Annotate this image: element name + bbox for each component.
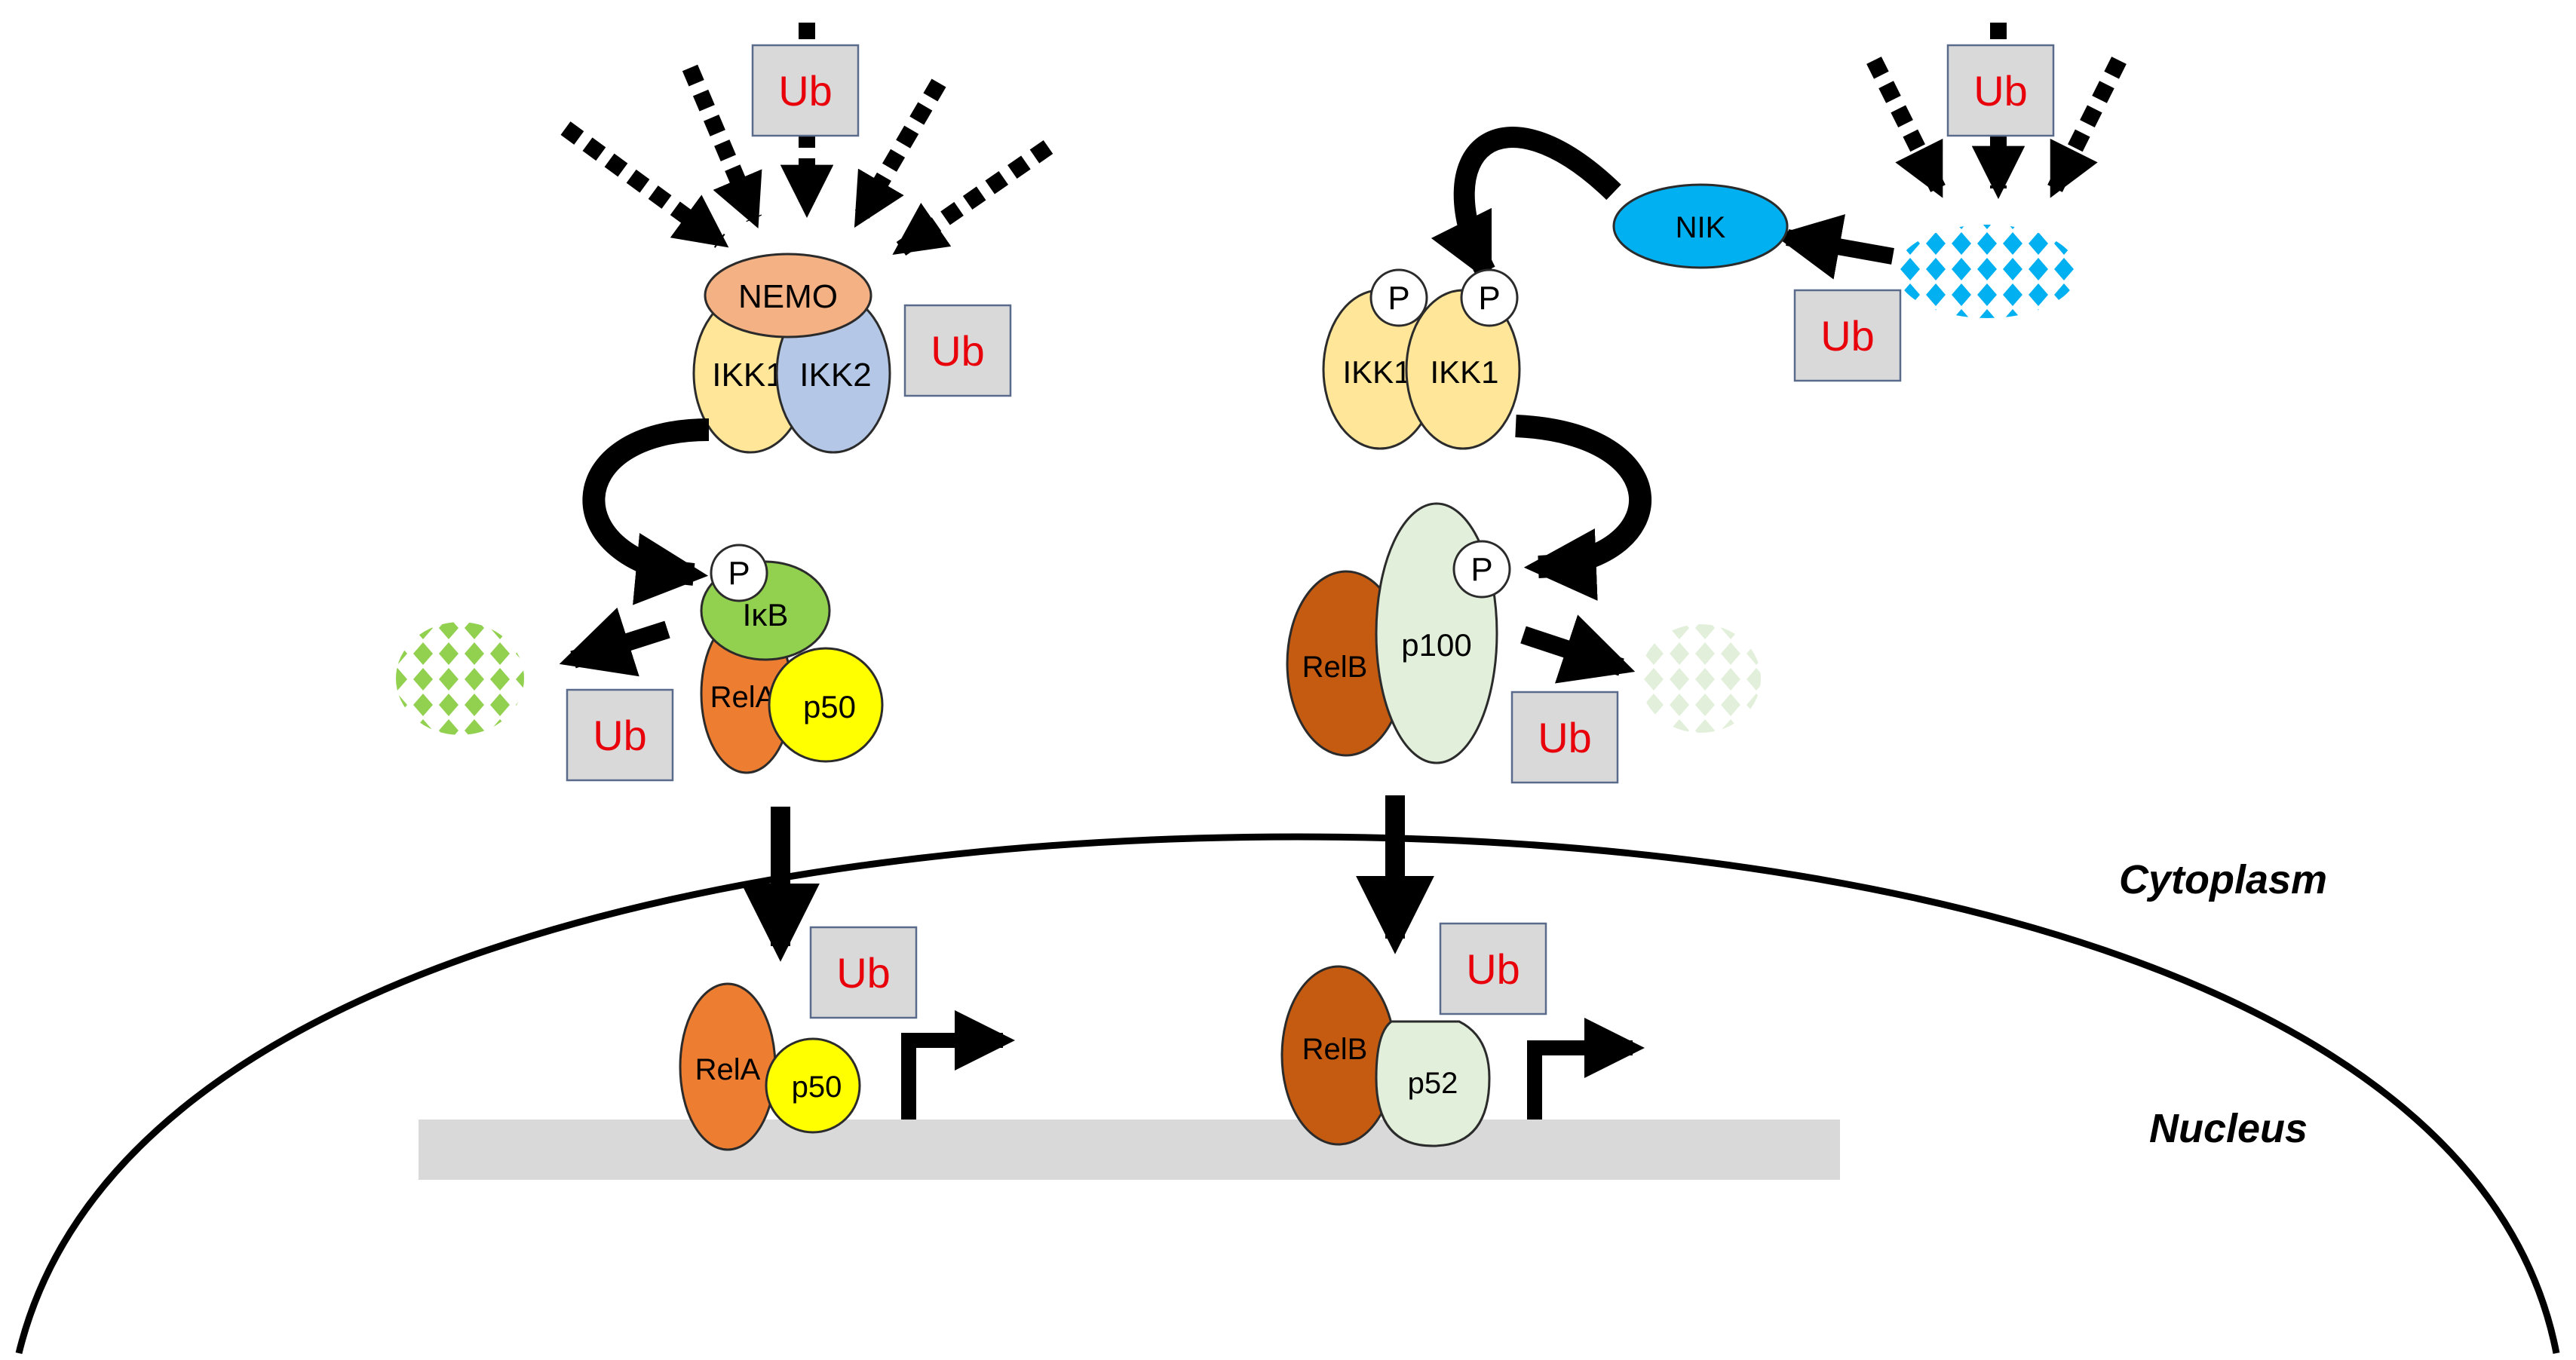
nuclear-rela-label: RelA [695,1053,761,1086]
ub-box-traf [1793,289,1902,382]
relb-label: RelB [1302,651,1368,684]
phosphate-label: P [1388,280,1409,317]
ub-label: Ub [1973,67,2028,115]
nuclear-p50-label: p50 [792,1071,842,1104]
ub-label: Ub [931,327,985,375]
ub-label: Ub [836,949,891,997]
ub-box-noncanonical-top [1946,44,2055,137]
p100-label: p100 [1401,627,1471,663]
phosphate-label: P [1470,551,1492,588]
nuclear-p52-protein [1375,1020,1491,1147]
p50-protein [768,647,884,763]
nemo-protein [704,253,872,338]
degraded-p100 [1640,624,1761,733]
ub-box-p100 [1510,691,1619,784]
nik-label: NIK [1676,211,1726,244]
ub-label: Ub [1538,714,1592,761]
phosphate-label: P [728,555,750,592]
ub-box-noncanonical-nucleus [1439,922,1547,1015]
ub-box-ikb [566,688,674,782]
ikk1-label-a: IKK1 [1342,354,1411,390]
ikk2-label: IKK2 [799,357,871,394]
nemo-label: NEMO [738,278,838,315]
ub-box-canonical-nucleus [809,926,918,1019]
nuclear-p52-label: p52 [1408,1067,1458,1100]
ub-label: Ub [1820,312,1875,360]
ub-box-ikk [903,304,1012,397]
ub-label: Ub [778,67,833,115]
ikb-degradation-arrow [559,607,670,677]
ub-label: Ub [1466,945,1520,993]
phosphate-ikk1-b [1460,268,1519,327]
phosphate-label: P [1478,280,1500,317]
ikk-to-ikb-arrow [582,418,710,605]
canonical-transcription-arrow [901,1010,1015,1120]
nik-to-ikk1-arrow [1431,127,1621,284]
nuclear-p50-protein [765,1037,861,1134]
phosphate-p100 [1452,540,1511,599]
degraded-ikb [396,622,524,735]
ub-box-canonical-top [751,44,860,137]
ikk1-label: IKK1 [712,357,784,394]
phosphate-ikb [710,544,768,602]
ub-label: Ub [593,712,647,759]
degraded-traf [1897,225,2078,318]
nucleus-label: Nucleus [2149,1106,2308,1151]
p50-label: p50 [803,689,856,724]
nuclear-membrane [15,833,2560,1355]
nuclear-relb-label: RelB [1302,1033,1368,1066]
nik-protein [1612,183,1789,269]
noncanonical-transcription-arrow [1527,1018,1645,1120]
rela-label: RelA [710,681,776,714]
ikb-label: IκB [743,597,789,633]
ikk1-to-p100-arrow [1515,415,1651,601]
p100-processing-arrow [1520,614,1636,684]
phosphate-ikk1-a [1369,268,1428,327]
dna-strand [419,1120,1840,1180]
traf-to-nik-arrow [1774,214,1894,280]
cytoplasm-label: Cytoplasm [2119,857,2327,902]
ikk1-label-b: IKK1 [1430,354,1498,390]
